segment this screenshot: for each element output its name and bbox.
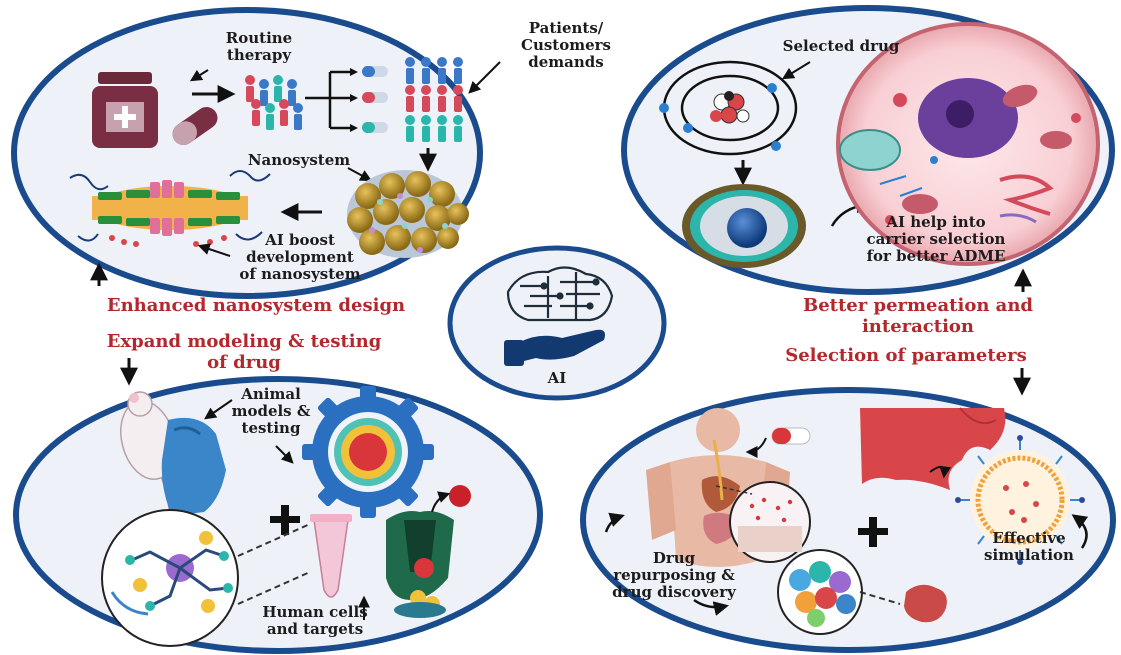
liposome-icon [955,435,1085,565]
patient-rows-icon [405,57,463,142]
center-ai-panel [447,245,667,401]
test-tube-icon [310,514,352,598]
gear-receptor-icon [302,386,434,518]
transporter-icon [386,511,454,618]
plus-sign-right [858,517,888,547]
glove-hand-icon [161,417,226,516]
plus-sign [270,505,300,535]
selection-parameters-heading: Selection of parameters [785,345,1027,366]
ai-center-label: AI [547,369,567,387]
enhanced-nanosystem-heading: Enhanced nanosystem design [106,295,406,316]
cell-icon [836,22,1100,266]
pill-icon [771,427,811,445]
blood-vessel-icon [860,407,1006,490]
cell-cluster-icon [777,549,863,635]
medicine-bottle-icon [92,72,158,148]
ai-brain-icon [506,266,614,322]
nanosystem-cluster-icon [347,170,469,258]
atom-drug-icon [659,60,798,156]
selected-drug-label: Selected drug [782,37,900,55]
nanosystem-label: Nanosystem [247,151,351,169]
protein-icon [101,509,239,647]
small-pills [362,66,388,133]
nanocarrier-icon [69,170,271,247]
hand-icon [504,329,605,366]
tissue-icon [729,481,811,563]
tumor-icon [904,584,947,623]
people-group-icon [245,75,303,130]
mouse-icon [120,391,176,561]
carrier-sphere-icon [682,184,806,268]
capsule-icon [172,106,218,146]
